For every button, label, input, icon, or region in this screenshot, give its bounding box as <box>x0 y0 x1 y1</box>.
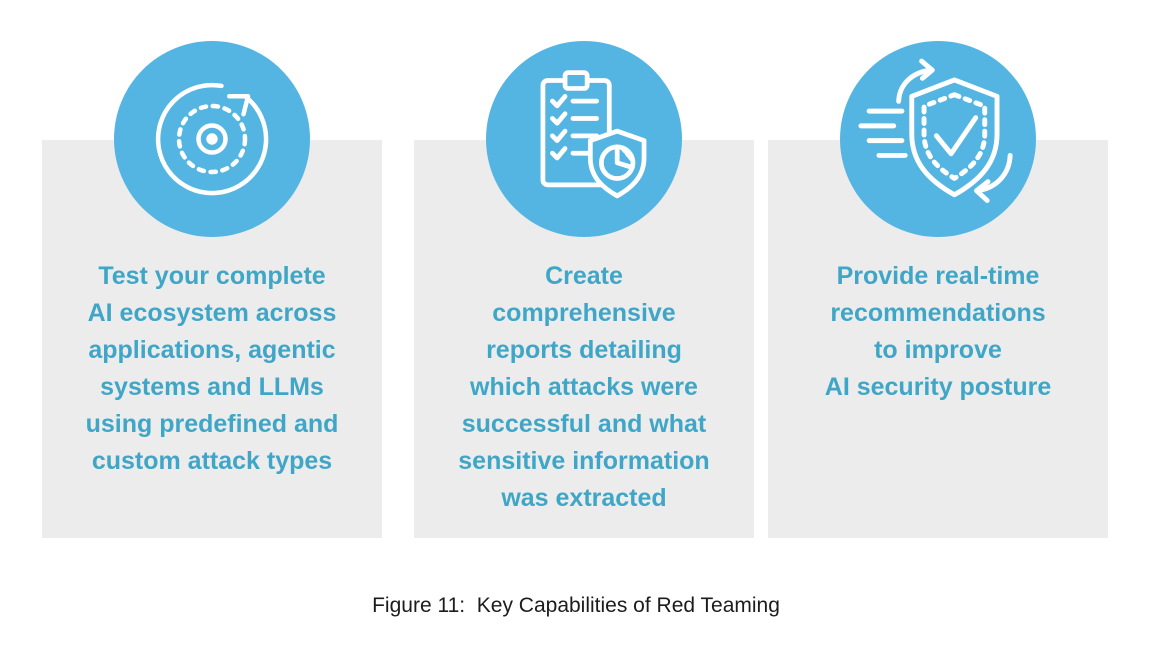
shield-checkmark-realtime-icon <box>858 58 1013 203</box>
capability-text: Test your complete AI ecosystem across a… <box>85 262 339 475</box>
target-scan-icon <box>155 82 269 196</box>
capability-text: Create comprehensive reports detailing w… <box>458 262 710 512</box>
capability-card-reports: Create comprehensive reports detailing w… <box>414 41 754 538</box>
capability-card-recommendations: Provide real-time recommendations to imp… <box>768 41 1108 538</box>
icon-circle <box>840 41 1036 237</box>
capability-text: Provide real-time recommendations to imp… <box>824 262 1052 401</box>
figure-caption: Figure 11: Key Capabilities of Red Teami… <box>372 594 780 617</box>
capability-card-test-ecosystem: Test your complete AI ecosystem across a… <box>42 41 382 538</box>
report-checklist-shield-icon <box>540 70 647 199</box>
icon-circle <box>486 41 682 237</box>
icon-circle <box>114 41 310 237</box>
